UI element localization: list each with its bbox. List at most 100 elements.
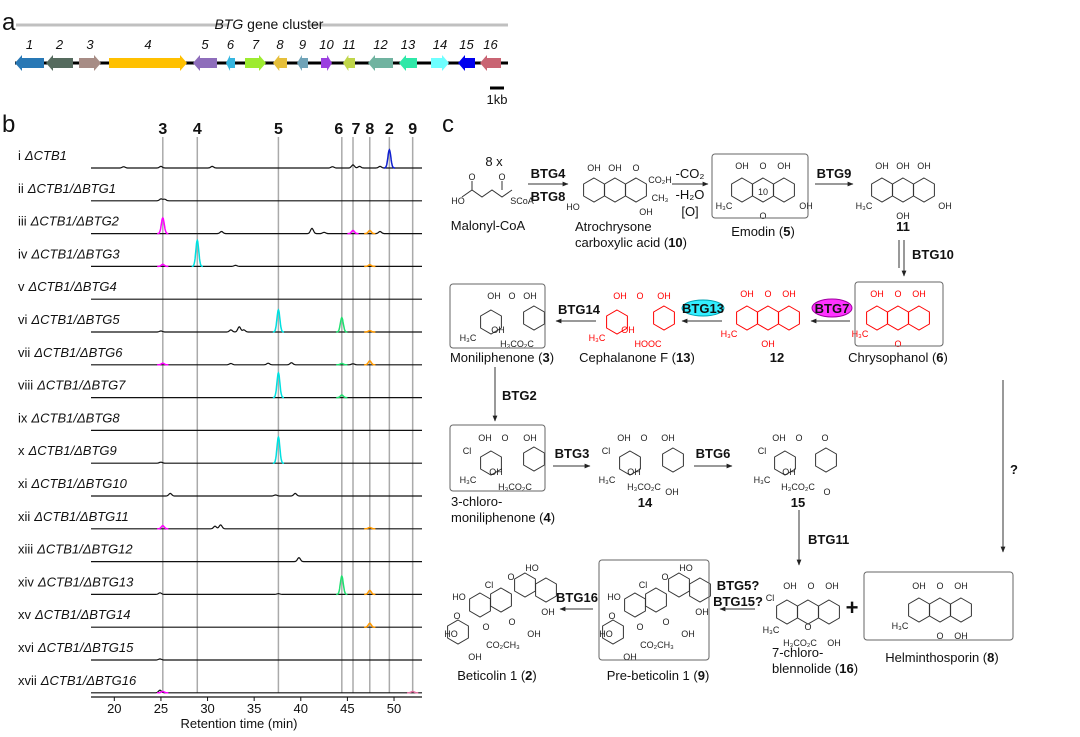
atom-label: OH xyxy=(777,161,791,171)
malonyl-skeleton xyxy=(461,181,513,198)
ring xyxy=(773,177,795,203)
gene-arrow-16 xyxy=(480,55,501,71)
name-compound-11: 11 xyxy=(896,219,910,234)
atom-label: OH xyxy=(617,433,631,443)
peak-cyan xyxy=(191,238,203,268)
ring xyxy=(619,450,641,476)
peak-orange xyxy=(364,264,376,268)
name-helminthosporin: Helminthosporin (8) xyxy=(885,650,998,665)
name-blennolide-1: 7-chloro- xyxy=(772,645,823,660)
chrysophanol-box xyxy=(854,281,944,347)
enzyme-btg11: BTG11 xyxy=(808,532,849,547)
atom-label: H₃C xyxy=(716,201,733,211)
atom-label: O xyxy=(507,572,514,582)
compound-marker-7: 7 xyxy=(352,121,361,138)
name-prebeticolin: Pre-beticolin 1 (9) xyxy=(607,668,710,683)
atom-label: OH xyxy=(740,289,754,299)
name-compound-12: 12 xyxy=(770,350,784,365)
ring xyxy=(523,446,545,472)
ring xyxy=(606,309,628,335)
atom-label: O xyxy=(823,487,830,497)
peak-orange xyxy=(364,589,376,596)
atom-label: H₃CO₂C xyxy=(783,638,817,648)
gene-arrow-12 xyxy=(368,55,393,71)
ring xyxy=(490,587,512,613)
ring xyxy=(653,305,675,331)
trace-line xyxy=(91,461,422,464)
gene-arrow-4 xyxy=(109,55,187,71)
gene-label-13: 13 xyxy=(401,37,416,52)
ring xyxy=(604,177,626,203)
atom-label: OH xyxy=(623,652,637,662)
name-emodin: Emodin (5) xyxy=(731,224,795,239)
x-tick-label: 40 xyxy=(294,701,308,716)
atom-label: H₃C xyxy=(460,333,477,343)
atom-label: O xyxy=(662,617,669,627)
atom-label: OH xyxy=(695,607,709,617)
gene-label-12: 12 xyxy=(373,37,388,52)
name-moniliphenone: Moniliphenone (3) xyxy=(450,350,554,365)
moniliphenone-box xyxy=(449,283,546,349)
enzyme-btg8: BTG8 xyxy=(531,189,566,204)
unknown-step-label: ? xyxy=(1010,462,1018,477)
peak-magenta xyxy=(157,524,169,530)
atom-label: O xyxy=(821,433,828,443)
enzyme-btg2: BTG2 xyxy=(502,388,537,403)
peak-magenta xyxy=(157,263,169,268)
atom-label: OH xyxy=(487,291,501,301)
ring xyxy=(913,177,935,203)
ring xyxy=(815,447,837,473)
compound-marker-9: 9 xyxy=(408,121,417,138)
gene-arrow-2 xyxy=(46,55,73,71)
atom-label: O xyxy=(759,161,766,171)
ring xyxy=(583,177,605,203)
x-tick-label: 45 xyxy=(340,701,354,716)
atom-label: O xyxy=(936,581,943,591)
trace-line xyxy=(91,492,422,497)
atom-label: H₃CO₂C xyxy=(781,482,815,492)
atom-label: O xyxy=(508,291,515,301)
atom-label: OH xyxy=(657,291,671,301)
atom-label: O xyxy=(795,433,802,443)
atom-label: Cl xyxy=(602,446,611,456)
enzyme-btg13: BTG13 xyxy=(682,301,724,316)
atom-label: OH xyxy=(491,325,505,335)
gene-label-1: 1 xyxy=(26,37,33,52)
btg7-highlight xyxy=(811,298,853,318)
peak-blue xyxy=(383,148,395,169)
atom-label: O xyxy=(501,433,508,443)
cluster-title: BTG gene cluster xyxy=(215,16,324,32)
atom-label: OH xyxy=(954,631,968,641)
trace-line xyxy=(91,557,422,563)
emodin-box xyxy=(711,153,809,219)
gene-arrow-13 xyxy=(399,55,417,71)
atom-label: OH xyxy=(917,161,931,171)
atom-label: OH xyxy=(783,581,797,591)
ring xyxy=(866,305,888,331)
atom-label: O xyxy=(468,172,475,182)
gene-arrow-6 xyxy=(226,55,235,71)
atom-label: OH xyxy=(478,433,492,443)
condition-oxidation: [O] xyxy=(681,204,698,219)
name-compound-14: 14 xyxy=(638,495,653,510)
ring xyxy=(662,447,684,473)
enzyme-btg6: BTG6 xyxy=(696,446,731,461)
atom-label: OH xyxy=(761,339,775,349)
